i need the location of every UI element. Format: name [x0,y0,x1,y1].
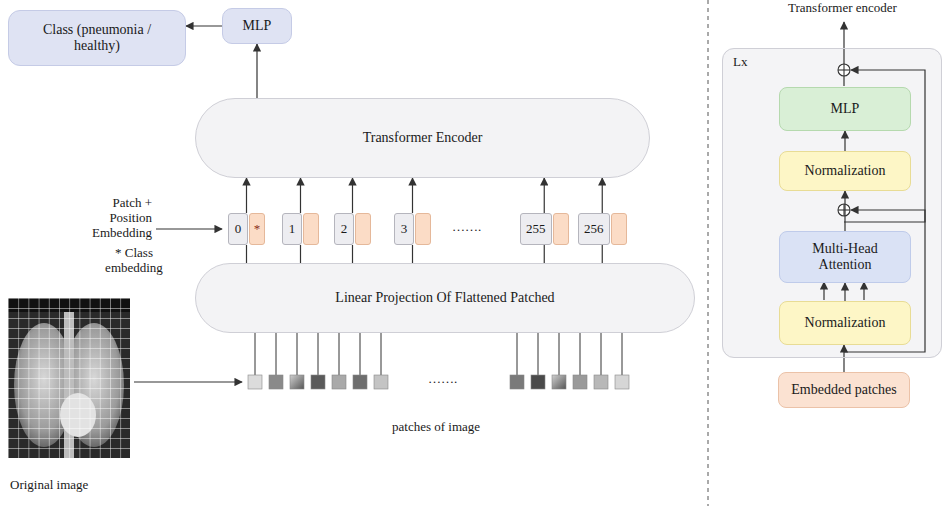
flow-connector [300,245,301,263]
flow-connector [412,178,413,213]
normalization-box: Normalization [779,151,911,191]
flow-connector [544,178,545,213]
token-index: 1 [289,222,296,237]
box-label: Normalization [805,163,886,179]
transformer-encoder-box: Transformer Encoder [195,98,650,178]
ellipsis: ……. [428,372,457,387]
token-embedding: 0* [228,213,265,245]
box-label: Normalization [805,315,886,331]
caption-label: Original image [10,478,88,493]
flow-connector [844,283,845,301]
position-embedding-cell [553,213,569,245]
box-label: Embedded patches [791,382,896,398]
flow-connector [412,245,413,263]
patch-lines [255,333,622,375]
patch-embedding-cell: 3 [394,213,414,245]
embedding-label: Patch + Position Embedding [70,196,152,241]
flow-connector [352,245,353,263]
box-label: Transformer Encoder [363,130,483,146]
embedded-patches-box: Embedded patches [778,372,910,408]
token-index: 256 [584,222,604,237]
output-class-box: Class (pneumonia / healthy) [8,10,186,66]
position-embedding-cell [415,213,431,245]
linear-projection-box: Linear Projection Of Flattened Patched [195,263,695,333]
class-embedding-note: * Class embedding [92,246,176,276]
patch-embedding-cell: 2 [334,213,354,245]
flow-connector [300,178,301,213]
flow-connector [186,25,222,26]
add-symbol [838,204,850,216]
separator-line [708,0,709,506]
box-label: MLP [831,101,860,117]
flow-connector [843,345,844,372]
patch-embedding-cell: 1 [282,213,302,245]
xray-image [8,298,130,458]
flow-connector [246,178,247,213]
mlp-box: MLP [779,87,911,131]
patch-embedding-cell: 256 [578,213,610,245]
ellipsis: ……. [452,220,481,235]
flow-connector [602,178,603,213]
token-embedding: 2 [334,213,371,245]
encoder-block-fill [722,48,942,358]
block-title: Transformer encoder [788,1,897,16]
encoder-block: LxMLPNormalizationMulti-Head AttentionNo… [722,48,942,358]
position-embedding-cell [355,213,371,245]
attention-input-arrow [823,282,824,300]
position-embedding-cell [303,213,319,245]
block-repeat-label: Lx [733,55,747,70]
flow-connector [544,245,545,263]
image-to-patches-arrow [134,381,242,382]
box-label: Class (pneumonia / healthy) [22,22,172,54]
position-embedding-cell [611,213,627,245]
token-embedding: 256 [578,213,627,245]
token-index: 2 [341,222,348,237]
flow-connector [844,131,845,151]
flow-connector [844,191,845,231]
token-index: 255 [526,222,546,237]
token-embedding: 1 [282,213,319,245]
flow-connector [246,245,247,263]
add-symbol [838,64,850,76]
token-embedding: 3 [394,213,431,245]
normalization-box: Normalization [779,301,911,345]
attention-box: Multi-Head Attention [779,231,911,283]
box-label: Linear Projection Of Flattened Patched [335,290,554,306]
flow-connector [602,245,603,263]
token-index: 3 [401,222,408,237]
attention-input-arrow [863,282,864,300]
class-token-mark: * [254,222,261,237]
patch-embedding-cell: 255 [520,213,552,245]
caption-label: patches of image [392,420,480,435]
patch-embedding-cell: 0 [228,213,248,245]
token-embedding: 255 [520,213,569,245]
flow-connector [352,178,353,213]
mlp-head-box: MLP [222,8,292,44]
flow-connector [256,44,257,98]
token-index: 0 [235,222,242,237]
position-embedding-cell: * [249,213,265,245]
embedding-pointer-arrow [156,228,222,229]
box-label: MLP [243,18,272,34]
box-label: Multi-Head Attention [790,241,900,273]
